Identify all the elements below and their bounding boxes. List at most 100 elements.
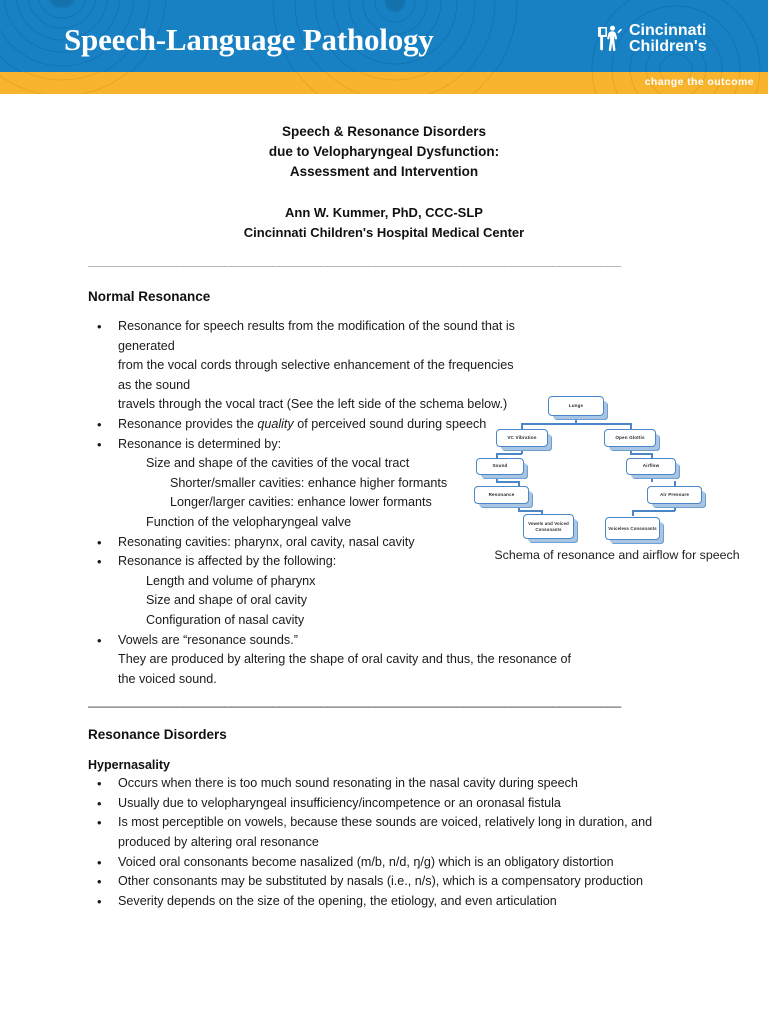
sub-item: Longer/larger cavities: enhance lower fo… <box>88 493 680 513</box>
brand-tagline: change the outcome <box>644 76 754 88</box>
document-body: Speech & Resonance Disorders due to Velo… <box>0 122 768 911</box>
schema-node-label: Open Glottis <box>615 434 645 440</box>
bullet-dot-icon: • <box>97 534 102 550</box>
connector <box>518 510 542 512</box>
section-heading-normal-resonance: Normal Resonance <box>88 289 211 304</box>
bullet-dot-icon: • <box>97 874 102 890</box>
bullet-text: Vowels are “resonance sounds.” <box>118 632 298 647</box>
sub-item-text: Function of the velopharyngeal valve <box>146 514 352 529</box>
connector <box>521 447 523 454</box>
schema-node-resonance: Resonance <box>474 486 529 504</box>
schema-figure: Lungs VC Vibration Open Glottis Sound Ai… <box>474 392 764 562</box>
bullet-text-pre: Resonance provides the <box>118 416 258 431</box>
bullet-text: Resonance is affected by the following: <box>118 554 337 569</box>
brand-logo: Cincinnati Children's <box>597 22 707 56</box>
list-item: • Resonance for speech results from the … <box>88 317 518 356</box>
bullet-text-line-1: Resonance for speech results from the mo… <box>118 319 515 353</box>
document-title: Speech & Resonance Disorders due to Velo… <box>88 122 680 182</box>
sub-item-text: Length and volume of pharynx <box>146 573 316 588</box>
section-heading-resonance-disorders: Resonance Disorders <box>88 727 227 743</box>
subheading-hypernasality: Hypernasality <box>88 758 170 773</box>
author-name: Ann W. Kummer, PhD, CCC-SLP <box>285 205 483 220</box>
sub-item: Configuration of nasal cavity <box>88 611 680 631</box>
list-item: • Resonance is determined by: <box>88 435 680 455</box>
sub-item: Length and volume of pharynx <box>88 572 680 592</box>
connector <box>518 504 520 511</box>
connector <box>651 475 653 482</box>
connector <box>575 416 577 424</box>
schema-node-open-glottis: Open Glottis <box>604 429 656 447</box>
schema-node-airflow: Airflow <box>626 458 676 475</box>
bullet-text: Resonating cavities: pharynx, oral cavit… <box>118 534 415 549</box>
bullet-dot-icon: • <box>97 795 102 811</box>
bullet-dot-icon: • <box>97 436 102 452</box>
list-item: • Vowels are “resonance sounds.” <box>88 631 680 651</box>
bullet-text: Other consonants may be substituted by n… <box>118 874 644 889</box>
list-item-continuation: travels through the vocal tract (See the… <box>88 395 518 415</box>
list-item: • Is most perceptible on vowels, because… <box>88 813 680 852</box>
sub-item-text: Configuration of nasal cavity <box>146 612 305 627</box>
header-banner: Speech-Language Pathology Cincinnati Chi… <box>0 0 768 72</box>
schema-node-label: Sound <box>492 463 508 469</box>
connector <box>521 423 631 425</box>
list-item: • Resonance provides the quality of perc… <box>88 415 680 435</box>
schema-node-label: VC Vibration <box>507 434 537 440</box>
connector <box>518 481 520 488</box>
sub-item-text: Longer/larger cavities: enhance lower fo… <box>170 495 432 510</box>
header-gold-strip: change the outcome <box>0 72 768 94</box>
sub-item-text: Size and shape of the cavities of the vo… <box>146 456 410 471</box>
connector <box>496 475 498 482</box>
schema-node-label: Vowels and Voiced Consonants <box>528 520 569 532</box>
schema-node-label: Air Pressure <box>659 491 690 497</box>
banner-title: Speech-Language Pathology <box>64 22 434 57</box>
list-item-continuation: They are produced by altering the shape … <box>88 650 680 670</box>
bullet-dot-icon: • <box>97 554 102 570</box>
figure-caption: Schema of resonance and airflow for spee… <box>494 548 740 562</box>
schema-node-vc-vibration: VC Vibration <box>496 429 548 447</box>
bullet-text: Occurs when there is too much sound reso… <box>118 776 578 791</box>
normal-resonance-list: • Resonance for speech results from the … <box>88 317 680 689</box>
sub-item-text: Shorter/smaller cavities: enhance higher… <box>170 475 448 490</box>
list-item: • Severity depends on the size of the op… <box>88 892 680 912</box>
schema-node-sound: Sound <box>476 458 524 475</box>
bullet-dot-icon: • <box>97 632 102 648</box>
connector <box>496 453 522 455</box>
list-item: • Occurs when there is too much sound re… <box>88 774 680 794</box>
title-line-1: Speech & Resonance Disorders <box>281 124 487 139</box>
schema-node-voiceless-consonants: Voiceless Consonants <box>605 517 660 540</box>
author-affiliation: Cincinnati Children's Hospital Medical C… <box>243 225 525 240</box>
bullet-text: Is most perceptible on vowels, because t… <box>118 815 653 850</box>
author-block: Ann W. Kummer, PhD, CCC-SLP Cincinnati C… <box>88 203 680 243</box>
connector <box>630 453 652 455</box>
list-item: • Usually due to velopharyngeal insuffic… <box>88 794 680 814</box>
sub-item: Shorter/smaller cavities: enhance higher… <box>88 474 680 494</box>
schema-node-vowels-voiced-consonants: Vowels and Voiced Consonants <box>523 514 574 539</box>
list-item: • Resonating cavities: pharynx, oral cav… <box>88 533 680 553</box>
connector <box>521 423 523 431</box>
list-item: • Voiced oral consonants become nasalize… <box>88 853 680 873</box>
hypernasality-list: • Occurs when there is too much sound re… <box>88 774 680 911</box>
bullet-dot-icon: • <box>97 319 102 334</box>
bullet-dot-icon: • <box>97 815 102 831</box>
bullet-dot-icon: • <box>97 893 102 909</box>
bullet-text-line-2: from the vocal cords through selective e… <box>118 358 514 392</box>
title-line-2: due to Velopharyngeal Dysfunction: <box>268 144 500 159</box>
list-item-continuation: from the vocal cords through selective e… <box>88 356 518 395</box>
schema-node-label: Lungs <box>568 402 584 408</box>
schema-diagram: Lungs VC Vibration Open Glottis Sound Ai… <box>474 392 754 542</box>
connector <box>496 453 498 460</box>
connector <box>541 510 543 516</box>
list-item-continuation: the voiced sound. <box>88 670 680 690</box>
sub-item: Size and shape of the cavities of the vo… <box>88 454 680 474</box>
connector <box>632 510 675 512</box>
bullet-text: Usually due to velopharyngeal insufficie… <box>118 795 561 810</box>
schema-node-lungs: Lungs <box>548 396 604 416</box>
bullet-text-line-2: They are produced by altering the shape … <box>118 652 571 667</box>
sub-item: Size and shape of oral cavity <box>88 591 680 611</box>
title-line-3: Assessment and Intervention <box>289 164 479 179</box>
schema-node-label: Resonance <box>488 491 515 497</box>
bullet-text: Voiced oral consonants become nasalized … <box>118 854 614 869</box>
bullet-text-post: of perceived sound during speech <box>293 416 487 431</box>
connector <box>674 481 676 488</box>
strip-ripple-decoration <box>0 72 761 94</box>
